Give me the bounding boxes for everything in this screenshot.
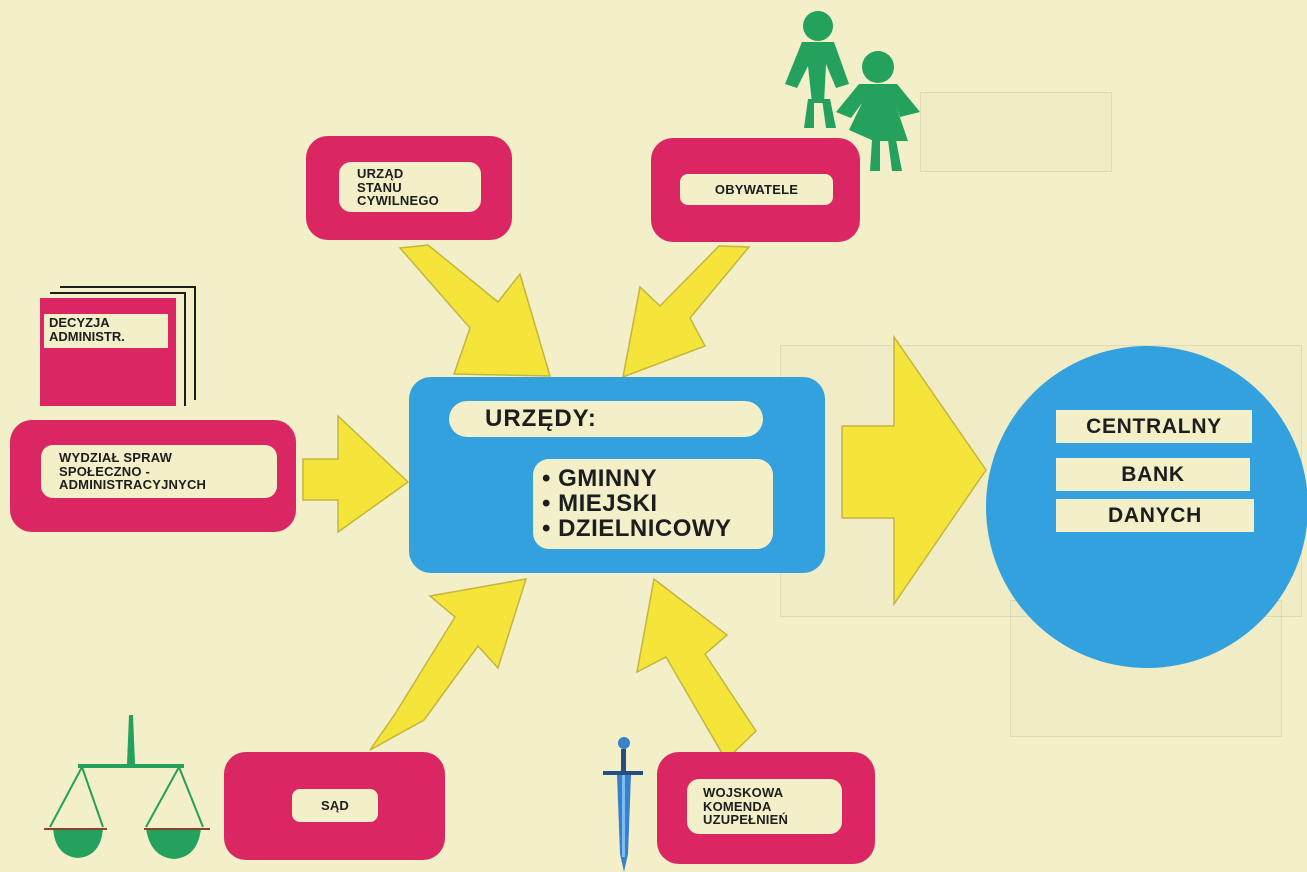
office-type-item: DZIELNICOWY: [542, 516, 763, 541]
citizens-label: OBYWATELE: [680, 174, 833, 205]
military-command-label: WOJSKOWA KOMENDA UZUPEŁNIEŃ: [687, 779, 842, 834]
sword-icon: [603, 737, 643, 872]
military-command-to-offices-arrow: [635, 577, 757, 762]
social-admin-department-label: WYDZIAŁ SPRAW SPOŁECZNO - ADMINISTRACYJN…: [41, 445, 277, 498]
court-label: SĄD: [292, 789, 378, 822]
central-data-bank-line: BANK: [1056, 458, 1250, 491]
office-type-item: GMINNY: [542, 466, 763, 491]
civil-registry-label: URZĄD STANU CYWILNEGO: [339, 162, 481, 212]
central-data-bank-line: CENTRALNY: [1056, 410, 1252, 443]
scales-icon: [44, 715, 210, 859]
document-middle-sheet: [50, 292, 186, 406]
court-box: SĄD: [224, 752, 445, 860]
office-type-item: MIEJSKI: [542, 491, 763, 516]
civil-registry-box: URZĄD STANU CYWILNEGO: [306, 136, 512, 240]
offices-list: GMINNY MIEJSKI DZIELNICOWY: [533, 459, 773, 549]
court-to-offices-arrow: [369, 578, 528, 751]
document-back-sheet: [60, 286, 196, 400]
military-command-box: WOJSKOWA KOMENDA UZUPEŁNIEŃ: [657, 752, 875, 864]
administrative-decision-label: DECYZJA ADMINISTR.: [44, 314, 168, 348]
offices-title: URZĘDY:: [449, 401, 763, 437]
social-admin-department-box: WYDZIAŁ SPRAW SPOŁECZNO - ADMINISTRACYJN…: [10, 420, 296, 532]
administrative-decision-document: DECYZJA ADMINISTR.: [40, 286, 200, 406]
administrative-decision-card: DECYZJA ADMINISTR.: [40, 298, 176, 406]
social-admin-to-offices-arrow: [302, 414, 410, 534]
civil-registry-to-offices-arrow: [398, 244, 552, 377]
citizens-to-offices-arrow: [622, 245, 751, 379]
citizens-box: OBYWATELE: [651, 138, 860, 242]
faded-background-panel-top: [920, 92, 1112, 172]
central-data-bank-line: DANYCH: [1056, 499, 1254, 532]
